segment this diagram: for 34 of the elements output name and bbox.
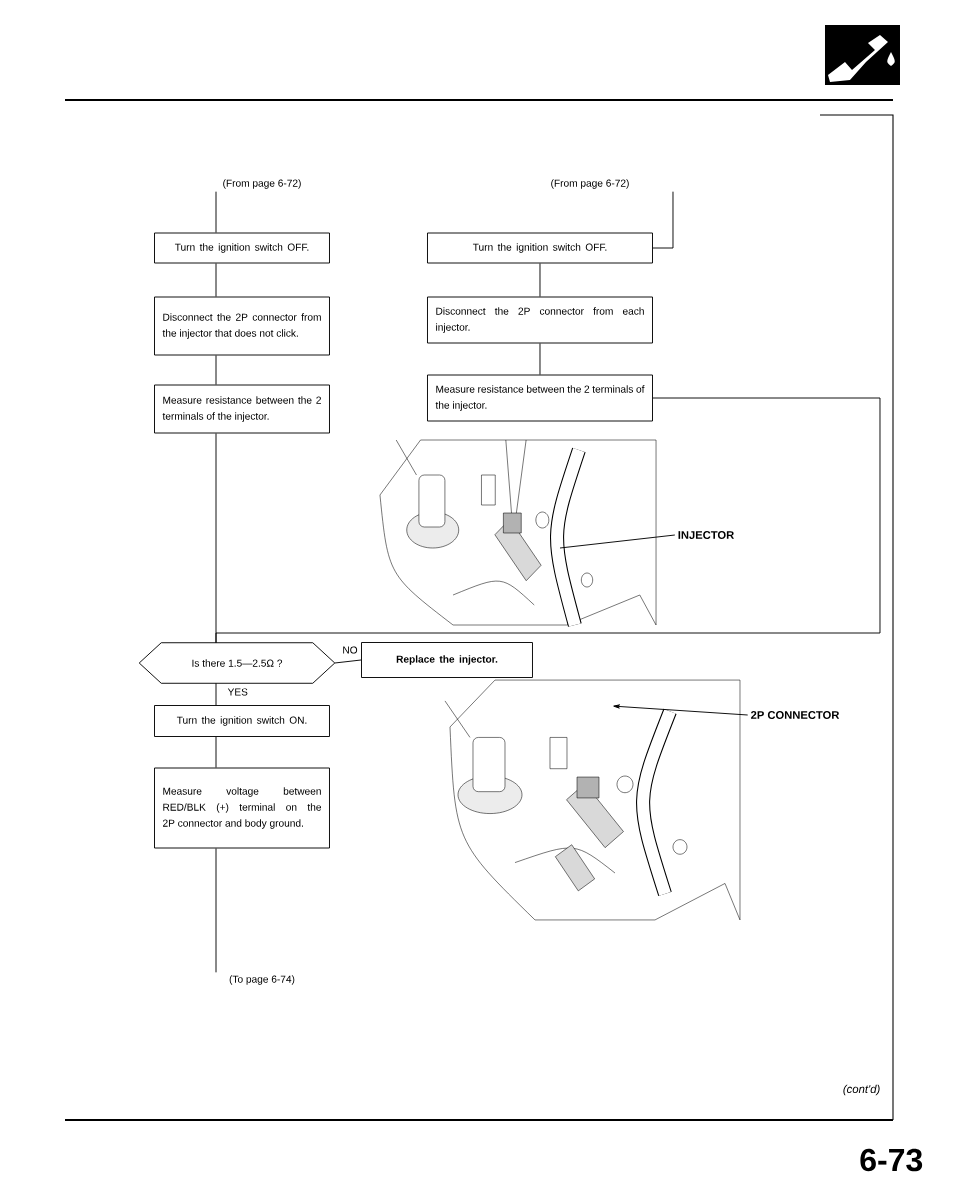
page-reference: (From page 6-72) bbox=[551, 179, 629, 189]
flow-line bbox=[215, 848, 217, 973]
engine-drawing bbox=[379, 439, 657, 627]
flow-line bbox=[215, 397, 881, 644]
edge-label: YES bbox=[226, 687, 250, 697]
page-number: 6-73 bbox=[860, 1148, 923, 1172]
process-box: Measure voltage between RED/BLK (+) terminal on the 2P connector and body ground. bbox=[154, 767, 330, 849]
process-box: Measure resistance between the 2 terminals of the injector. bbox=[427, 374, 653, 422]
engine-drawing bbox=[444, 679, 741, 921]
process-box: Turn the ignition switch OFF. bbox=[154, 232, 330, 264]
flow-line bbox=[215, 355, 217, 385]
process-box: Turn the ignition switch ON. bbox=[154, 705, 330, 737]
page-reference: (To page 6-74) bbox=[229, 975, 295, 985]
flow-line bbox=[215, 263, 217, 297]
flow-line bbox=[652, 191, 674, 249]
decision-hexagon: Is there 1.5—2.5Ω ? bbox=[138, 642, 336, 684]
edge-label: NO bbox=[341, 645, 359, 655]
page-reference: (From page 6-72) bbox=[223, 179, 301, 189]
flow-line bbox=[539, 263, 541, 297]
flow-line bbox=[215, 736, 217, 768]
process-box: Turn the ignition switch OFF. bbox=[427, 232, 653, 264]
flow-line bbox=[334, 659, 362, 664]
leader-line bbox=[559, 534, 676, 549]
part-label: INJECTOR bbox=[678, 531, 734, 539]
flow-line bbox=[539, 343, 541, 375]
flow-line bbox=[215, 191, 217, 233]
process-box: Replace the injector. bbox=[361, 642, 533, 678]
process-box: Measure resistance between the 2 terminals of the injector. bbox=[154, 384, 330, 434]
part-label: 2P CONNECTOR bbox=[751, 711, 840, 719]
process-box: Disconnect the 2P connector from each injector. bbox=[427, 296, 653, 344]
leader-line bbox=[613, 704, 749, 716]
process-box: Disconnect the 2P connector from the injector that does not click. bbox=[154, 296, 330, 356]
continued-note: (cont'd) bbox=[843, 1084, 880, 1096]
flow-line bbox=[215, 682, 217, 706]
